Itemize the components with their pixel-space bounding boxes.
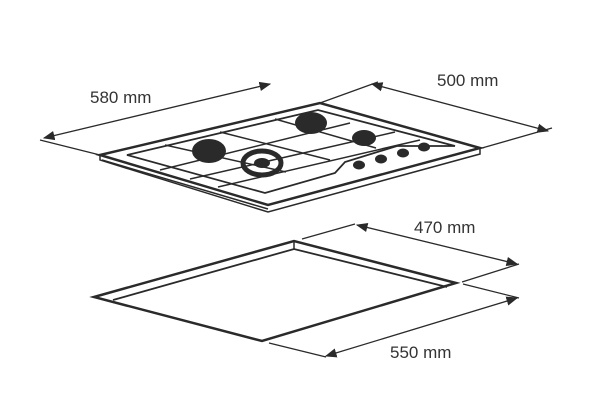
extension-line: [319, 81, 379, 104]
cutout-width-arrow: [324, 296, 519, 358]
pan-support-outline: [126, 109, 456, 194]
extension-line: [39, 139, 101, 156]
cutout-outline: [89, 239, 461, 343]
extension-line: [481, 127, 553, 149]
extension-line: [268, 342, 327, 358]
hob-top-outline: [95, 101, 485, 207]
depth-arrow: [370, 82, 550, 133]
control-knob-icon: [375, 154, 387, 164]
cutout: [89, 239, 461, 343]
wok-burner-icon: [240, 148, 284, 178]
wok-burner-center-icon: [254, 158, 270, 168]
cutout-dimension-lines: [268, 222, 520, 358]
extension-line: [301, 223, 356, 240]
hob-dimension-lines: [39, 81, 553, 156]
hob-depth-label: 500 mm: [437, 71, 498, 90]
cutout-depth-label: 470 mm: [414, 218, 475, 237]
burner-icon: [192, 139, 226, 163]
burner-icon: [352, 130, 376, 146]
hob-width-label: 580 mm: [90, 88, 151, 107]
extension-line: [462, 283, 520, 299]
control-knob-icon: [353, 160, 365, 170]
hob-edge: [99, 148, 481, 213]
hob: [95, 101, 485, 213]
cutout-inner-edge: [112, 248, 448, 301]
extension-line: [461, 263, 520, 283]
cutout-width-label: 550 mm: [390, 343, 451, 362]
control-knob-icon: [397, 148, 409, 158]
cutout-depth-arrow: [355, 222, 519, 267]
width-arrow: [42, 81, 272, 141]
burner-icon: [295, 112, 327, 134]
hob-edge-line: [101, 159, 269, 210]
control-knob-icon: [418, 142, 430, 152]
